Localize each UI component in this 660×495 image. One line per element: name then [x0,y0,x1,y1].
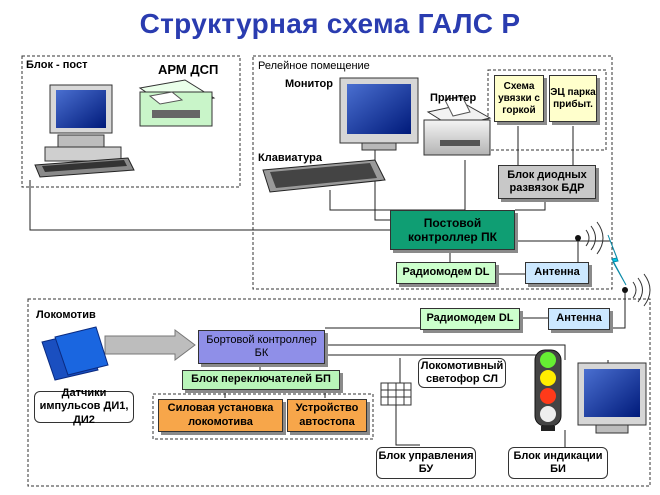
arrow-to-bk [104,329,196,361]
bk-box: Бортовой контроллер БК [198,330,325,364]
antenna-upper-icon [575,221,627,286]
sensors-callout: Датчики импульсов ДИ1, ДИ2 [34,387,134,426]
keyboard-icon [262,159,386,193]
monitor-icon [339,77,419,151]
scheme-link-box: Схема увязки с горкой [494,75,544,122]
antenna-relay-box: Антенна [525,262,589,284]
monitor-label: Монитор [285,78,333,90]
ec-park-box: ЭЦ парка прибыт. [549,75,597,122]
indication-monitor-icon [577,362,647,434]
printer-relay-icon [423,95,492,156]
locomotive-frame [27,298,651,487]
control-unit-callout: Блок управления БУ [376,447,476,479]
external-systems-frame [487,69,607,151]
signal-callout: Локомотивный светофор СЛ [418,358,506,388]
bp-box: Блок переключателей БП [182,370,340,390]
wires-lower [224,290,626,470]
bdr-box: Блок диодных развязок БДР [498,165,596,199]
control-unit-icon [380,382,420,446]
antenna-loco-box: Антенна [548,308,610,330]
impulse-sensors-icon [41,326,109,381]
antenna-lower-icon [622,273,651,307]
radiomodem-relay-box: Радиомодем DL [396,262,496,284]
keyboard-label: Клавиатура [258,152,322,164]
block-post-frame [21,55,241,188]
radiomodem-loco-box: Радиомодем DL [420,308,520,330]
printer-label: Принтер [430,92,477,104]
relay-room-frame [252,55,613,290]
printer-arm-icon [138,79,216,127]
indication-unit-callout: Блок индикации БИ [508,447,608,479]
arm-dsp-label: АРМ ДСП [158,62,219,77]
relay-room-label: Релейное помещение [258,60,370,72]
power-unit-box: Силовая установка локомотива [158,399,283,432]
signal-light-icon [534,349,562,431]
locomotive-label: Локомотив [36,309,96,321]
block-post-label: Блок - пост [26,59,88,71]
page-title: Структурная схема ГАЛС Р [139,8,521,39]
computer-arm-icon [34,84,135,178]
autostop-box: Устройство автостопа [287,399,367,432]
actuators-frame [152,393,374,440]
pk-box: Постовой контроллер ПК [390,210,515,250]
